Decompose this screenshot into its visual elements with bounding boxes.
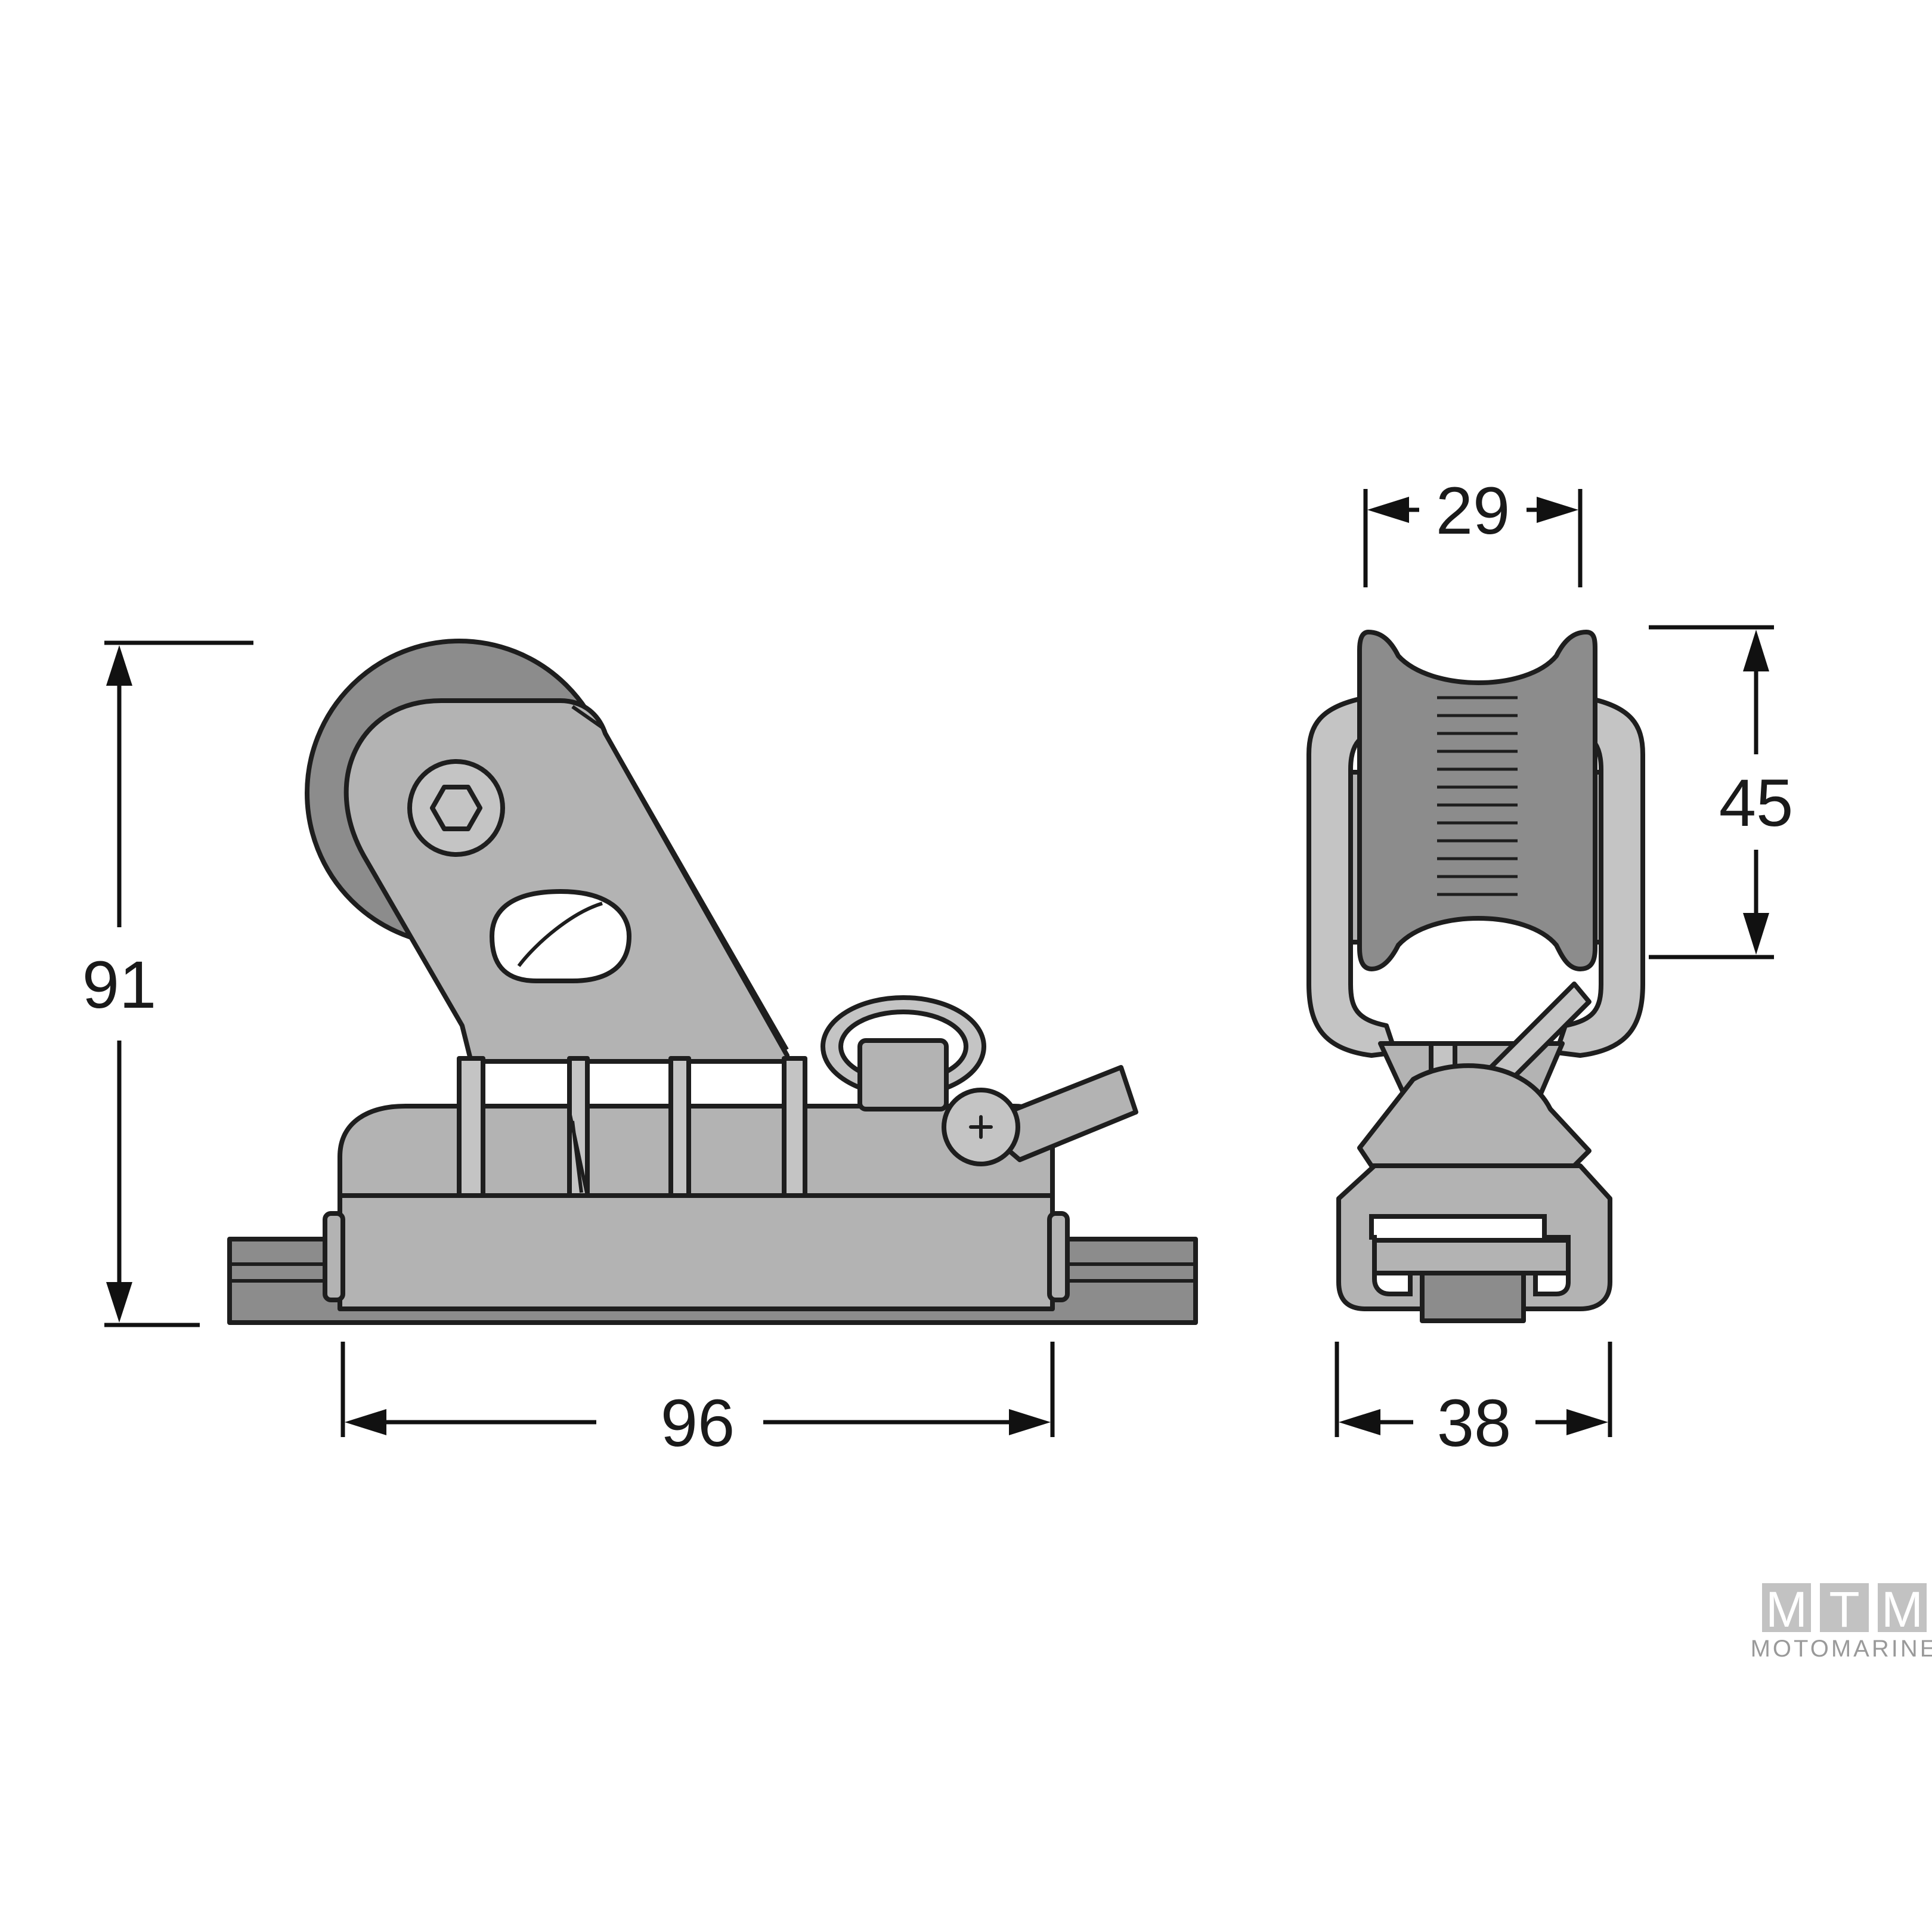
car-front: [1336, 1163, 1612, 1323]
dim-45: 45: [1649, 625, 1794, 959]
lever: [942, 1065, 1138, 1166]
neck: [1357, 982, 1592, 1168]
dim-29: 29: [1363, 473, 1583, 587]
sheave-front: [1357, 630, 1597, 971]
front-view: [1306, 630, 1645, 1323]
car-body: [338, 1104, 1055, 1201]
car-base: [323, 1193, 1070, 1311]
logo-letter-2: T: [1829, 1581, 1859, 1637]
dim-96: 96: [340, 1342, 1055, 1460]
dimension-lines: 91 96 29: [82, 473, 1794, 1460]
slot-hole: [489, 888, 632, 983]
dim-45-label: 45: [1719, 766, 1794, 840]
logo-subtitle: MOTOMARINE: [1751, 1636, 1932, 1662]
cheek-plate: [343, 698, 789, 1064]
logo-letter-3: M: [1881, 1581, 1923, 1637]
brand-logo: M T M MOTOMARINE: [1751, 1581, 1932, 1662]
dim-29-label: 29: [1436, 473, 1510, 548]
sheave-grooves: [1437, 696, 1518, 896]
hex-socket-icon: [430, 785, 482, 831]
dim-38-label: 38: [1437, 1386, 1512, 1460]
dim-91-label: 91: [82, 948, 157, 1022]
dim-91: 91: [82, 640, 253, 1327]
plunger-ring: [821, 995, 986, 1111]
logo-letter-1: M: [1766, 1581, 1807, 1637]
dim-96-label: 96: [661, 1386, 735, 1460]
side-view: [227, 639, 1198, 1325]
phillips-screw-icon: [969, 1115, 993, 1139]
dim-38: 38: [1335, 1342, 1612, 1460]
